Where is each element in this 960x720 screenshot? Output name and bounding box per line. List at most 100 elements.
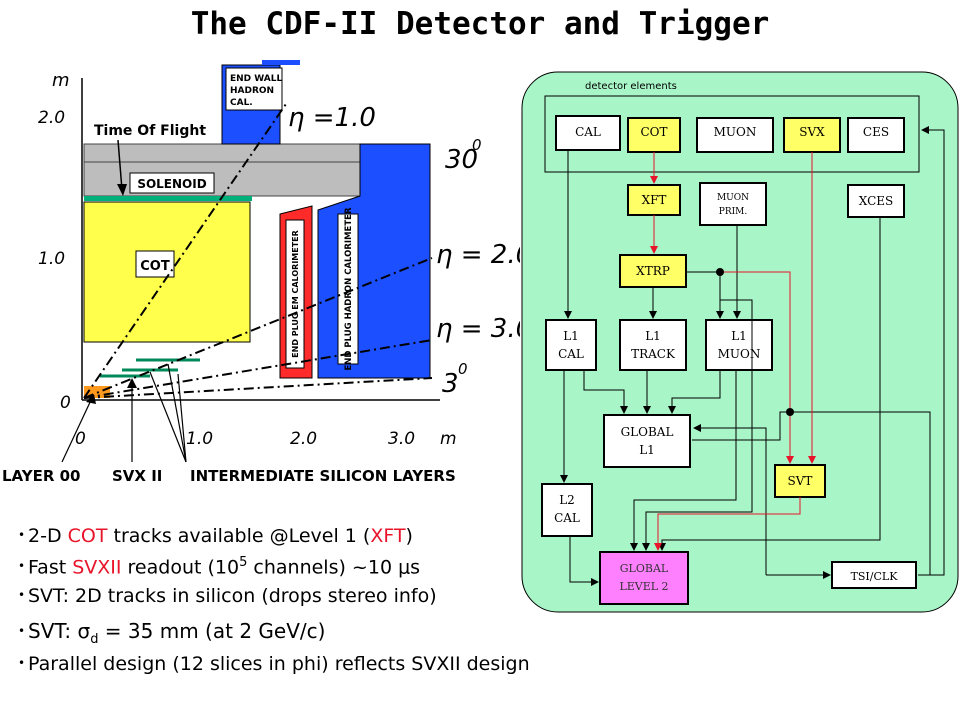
plug-had-label-box (337, 213, 359, 365)
bullet-parallel-design: •Parallel design (12 slices in phi) refl… (18, 653, 530, 675)
global-l1-label-1: GLOBAL (621, 425, 674, 439)
svx-pointer-head (127, 378, 137, 388)
trigger-diagram: detector elements CAL COT MUON SVX CES X… (521, 71, 959, 613)
cal-box (555, 115, 621, 151)
l2-cal-label-1: L2 (559, 493, 575, 507)
end-wall-label-1: END WALL (230, 74, 283, 84)
eta-3-label: η = 3.0 (436, 314, 520, 344)
global-l1-tsi (692, 411, 790, 441)
x-unit: m (440, 429, 457, 449)
muon-prim-label-2: PRIM. (719, 207, 748, 217)
tsi-to-detector (918, 126, 945, 576)
l1-feedback-to-global-l1 (693, 424, 767, 575)
eta-1-label: η =1.0 (288, 103, 376, 133)
tof-layer (84, 196, 252, 201)
angle-3-label: 3 (442, 369, 459, 399)
l1-cal-label-1: L1 (563, 329, 579, 343)
muon-prim-box (699, 182, 767, 226)
tof-region (83, 143, 361, 163)
solenoid-label-box (129, 172, 215, 194)
ces-label: CES (863, 125, 889, 139)
xtrp-label: XTRP (636, 264, 670, 278)
l1cal-to-global-l1 (583, 370, 628, 414)
bullet-svt-2d: •SVT: 2D tracks in silicon (drops stereo… (18, 585, 437, 607)
end-wall-cal-upper (262, 60, 300, 65)
angle-30-label: 30 (445, 145, 478, 175)
l1-track-box (619, 319, 687, 371)
svx2-label: SVX II (112, 467, 162, 485)
bullet-cot-tracks: •2-D COT tracks available @Level 1 (XFT) (18, 525, 413, 547)
solenoid-label: SOLENOID (137, 177, 206, 191)
isl-label: INTERMEDIATE SILICON LAYERS (190, 467, 456, 485)
solenoid (83, 161, 361, 197)
isl-pointer-3 (177, 373, 187, 463)
xces-to-global-l2 (658, 217, 881, 551)
xft-label: XFT (642, 193, 667, 207)
l1muon-to-global-l2 (630, 370, 737, 551)
muon-prim-label-1: MUON (717, 193, 749, 203)
cot-label: COT (140, 259, 170, 274)
tof-arrow (117, 139, 123, 191)
end-wall-label-3: CAL. (230, 98, 253, 108)
cot-box-label: COT (640, 125, 667, 139)
layer00-pointer-head (86, 394, 96, 404)
x-tick-1: 1.0 (186, 429, 213, 449)
xtrp-to-svt (720, 271, 794, 464)
l2-cal-label-2: CAL (554, 511, 580, 525)
global-l2-label-1: GLOBAL (620, 562, 669, 575)
ces-box (847, 117, 905, 153)
y-tick-0: 0 (60, 393, 71, 413)
cot-label-box (135, 250, 175, 278)
plug-had-label: END PLUG HADRON CALORIMETER (344, 207, 354, 370)
junction-dot-xtrp (716, 268, 724, 276)
l1-cal-label-2: CAL (558, 347, 584, 361)
l1-muon-box (705, 319, 773, 371)
global-l2-label-2: LEVEL 2 (619, 580, 668, 593)
angle-30-degree: 0 (472, 136, 482, 154)
l1-muon-label-2: MUON (718, 347, 761, 361)
muon-box (696, 117, 774, 153)
svx-label: SVX (799, 125, 825, 139)
xtrp-box (619, 254, 687, 288)
layer00-label: LAYER 00 (2, 467, 81, 485)
global-l1-label-2: L1 (639, 443, 655, 457)
y-unit: m (52, 70, 70, 91)
x-tick-3: 3.0 (388, 429, 415, 449)
detector-diagram: m 2.0 1.0 0 0 1.0 2.0 3.0 m SOLENOID COT… (2, 60, 520, 485)
l1muon-to-global-l1 (668, 370, 721, 414)
three-degree-line (83, 377, 433, 399)
svt-label: SVT (788, 474, 813, 488)
muon-label: MUON (714, 125, 757, 139)
xtrp-tap-to-global-l2 (642, 272, 753, 551)
eta-2-label: η = 2.0 (436, 240, 520, 270)
svt-to-global-l2 (654, 497, 801, 551)
l2-cal-box (541, 483, 593, 537)
isl-pointer-1 (149, 371, 187, 463)
y-tick-2: 2.0 (38, 108, 65, 128)
eta-3-line (83, 339, 433, 399)
global-l2-box (599, 551, 689, 605)
l1-track-label-1: L1 (645, 329, 661, 343)
bullet-svxii-readout: •Fast SVXII readout (105 channels) ~10 μ… (18, 555, 421, 579)
tof-arrowhead (117, 184, 127, 196)
l1-cal-box (545, 319, 597, 371)
l1-muon-label-1: L1 (731, 329, 747, 343)
svx-box (783, 117, 841, 153)
x-tick-2: 2.0 (290, 429, 317, 449)
end-wall-label-2: HADRON (230, 86, 274, 96)
xces-box (847, 184, 905, 218)
plug-em-label-box (285, 219, 305, 369)
plug-em-label: END PLUG EM CALORIMETER (291, 230, 300, 358)
tsi-clk-label: TSI/CLK (851, 570, 899, 583)
eta-2-line (83, 257, 433, 399)
xces-label: XCES (859, 194, 894, 208)
y-tick-1: 1.0 (38, 249, 65, 269)
cal-label: CAL (575, 125, 601, 139)
junction-dot-global (786, 408, 794, 416)
l2cal-to-global-l2 (569, 536, 599, 586)
angle-3-degree: 0 (458, 360, 468, 378)
tsi-clk-box (831, 561, 917, 589)
detector-elements-frame (544, 95, 920, 173)
layer00-pointer (61, 397, 93, 463)
tof-label: Time Of Flight (94, 123, 206, 139)
